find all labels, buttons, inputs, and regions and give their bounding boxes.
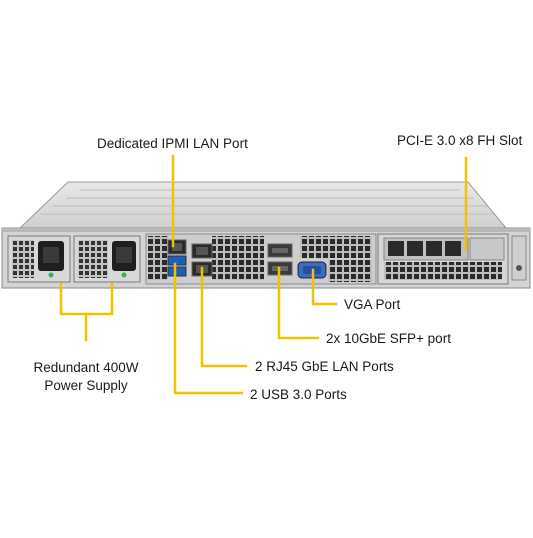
label-vga: VGA Port xyxy=(344,297,401,312)
pcie-slot xyxy=(377,233,509,285)
leader-sfp xyxy=(277,266,320,340)
leader-rj45 xyxy=(200,266,248,368)
label-sfp: 2x 10GbE SFP+ port xyxy=(326,331,451,346)
chassis-ear xyxy=(511,235,527,281)
chassis-top-ribs xyxy=(40,189,494,215)
psu-2 xyxy=(73,235,141,283)
ipmi-port xyxy=(167,239,187,255)
label-ipmi: Dedicated IPMI LAN Port xyxy=(97,136,248,151)
label-pcie: PCI-E 3.0 x8 FH Slot xyxy=(397,133,523,148)
leader-vga xyxy=(311,268,338,306)
psu-1 xyxy=(7,235,71,283)
chassis-top xyxy=(18,181,508,229)
label-rj45: 2 RJ45 GbE LAN Ports xyxy=(255,359,394,374)
label-usb: 2 USB 3.0 Ports xyxy=(250,387,347,402)
usb-ports xyxy=(167,255,187,277)
label-psu-line1: Redundant 400W xyxy=(33,360,139,375)
label-psu-line2: Power Supply xyxy=(44,378,128,393)
leader-usb xyxy=(173,262,244,395)
leader-lines xyxy=(59,154,468,395)
